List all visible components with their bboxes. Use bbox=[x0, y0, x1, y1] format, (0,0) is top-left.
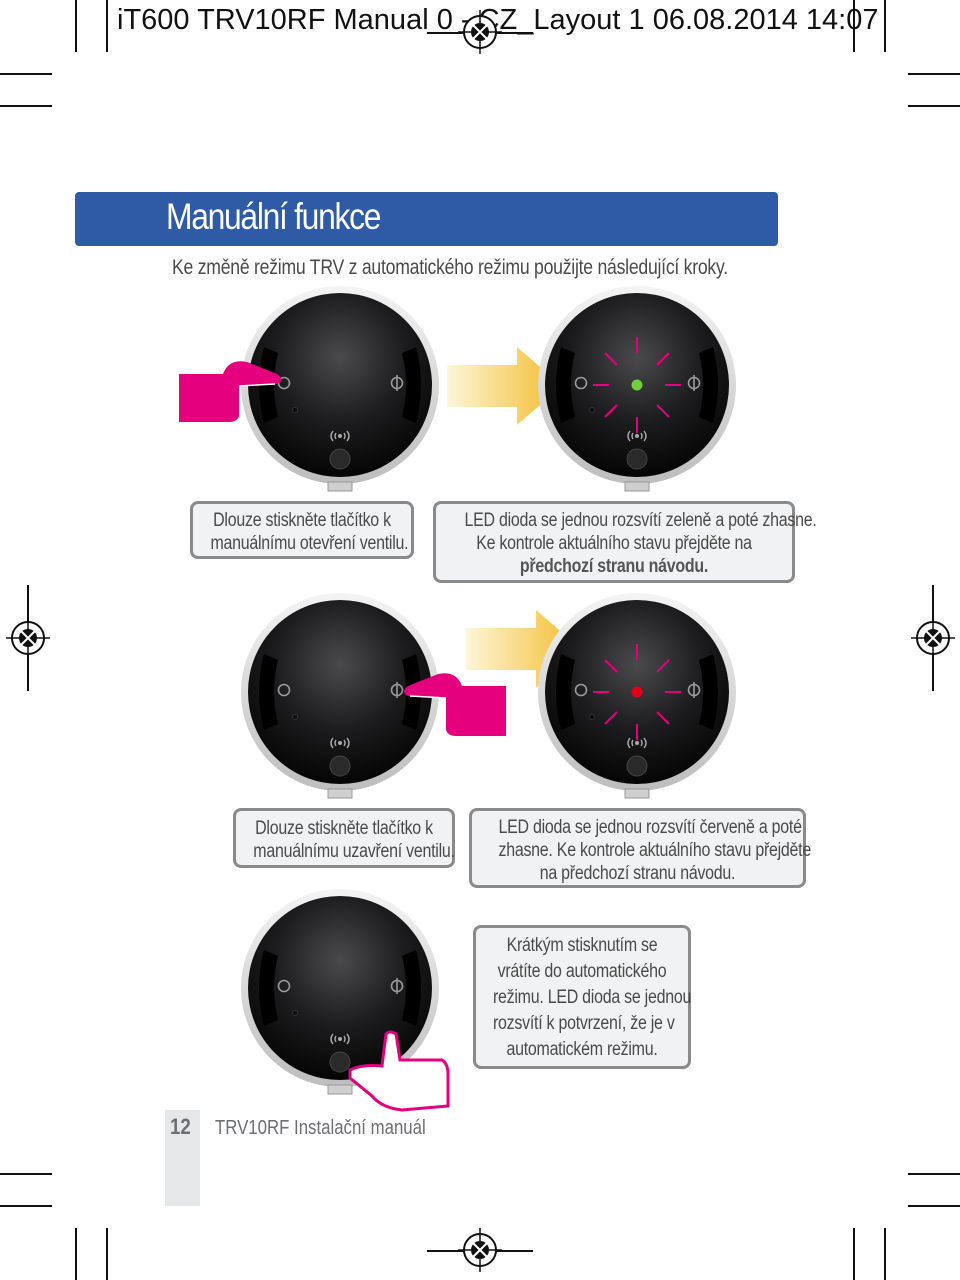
registration-mark-icon bbox=[458, 10, 502, 54]
crop-mark bbox=[853, 1228, 855, 1280]
crop-mark bbox=[884, 1228, 886, 1280]
registration-mark-icon bbox=[911, 616, 955, 660]
crop-mark bbox=[106, 1228, 108, 1280]
callout-open-led: LED dioda se jednou rozsvítí zeleně a po… bbox=[433, 501, 817, 583]
page-number: 12 bbox=[170, 1114, 191, 1139]
section-title-bar bbox=[75, 192, 778, 246]
registration-mark-icon bbox=[6, 616, 50, 660]
crop-mark bbox=[0, 73, 52, 75]
callout-open-press: Dlouze stiskněte tlačítko k manuálnímu o… bbox=[190, 501, 414, 559]
crop-mark bbox=[908, 105, 960, 107]
crop-mark bbox=[0, 1173, 52, 1175]
thermostat-device-led-green bbox=[537, 285, 737, 492]
print-slug: iT600 TRV10RF Manual 0 - CZ_Layout 1 06.… bbox=[117, 4, 879, 36]
crop-mark bbox=[853, 0, 855, 52]
callout-auto-return: Krátkým stisknutím se vrátíte do automat… bbox=[473, 925, 691, 1069]
thermostat-device-led-red bbox=[537, 592, 737, 799]
crop-mark bbox=[75, 1228, 77, 1280]
footer-tab bbox=[165, 1110, 200, 1206]
intro-text: Ke změně režimu TRV z automatického reži… bbox=[172, 256, 728, 279]
hand-pointer-icon bbox=[404, 673, 506, 736]
crop-mark bbox=[0, 105, 52, 107]
crop-mark bbox=[884, 0, 886, 52]
footer-manual-title: TRV10RF Instalační manuál bbox=[215, 1117, 426, 1139]
crop-mark bbox=[106, 0, 108, 52]
page-title: Manuální funkce bbox=[166, 196, 381, 237]
crop-mark bbox=[908, 1173, 960, 1175]
crop-mark bbox=[908, 73, 960, 75]
hand-pointer-icon bbox=[348, 1030, 450, 1112]
callout-close-press: Dlouze stiskněte tlačítko k manuálnímu u… bbox=[233, 808, 455, 868]
arrow-right-icon bbox=[447, 347, 562, 425]
crop-mark bbox=[0, 1205, 52, 1207]
hand-pointer-icon bbox=[179, 361, 281, 422]
callout-close-led: LED dioda se jednou rozsvítí červeně a p… bbox=[469, 808, 811, 888]
registration-mark-icon bbox=[458, 1228, 502, 1272]
crop-mark bbox=[908, 1205, 960, 1207]
crop-mark bbox=[75, 0, 77, 52]
